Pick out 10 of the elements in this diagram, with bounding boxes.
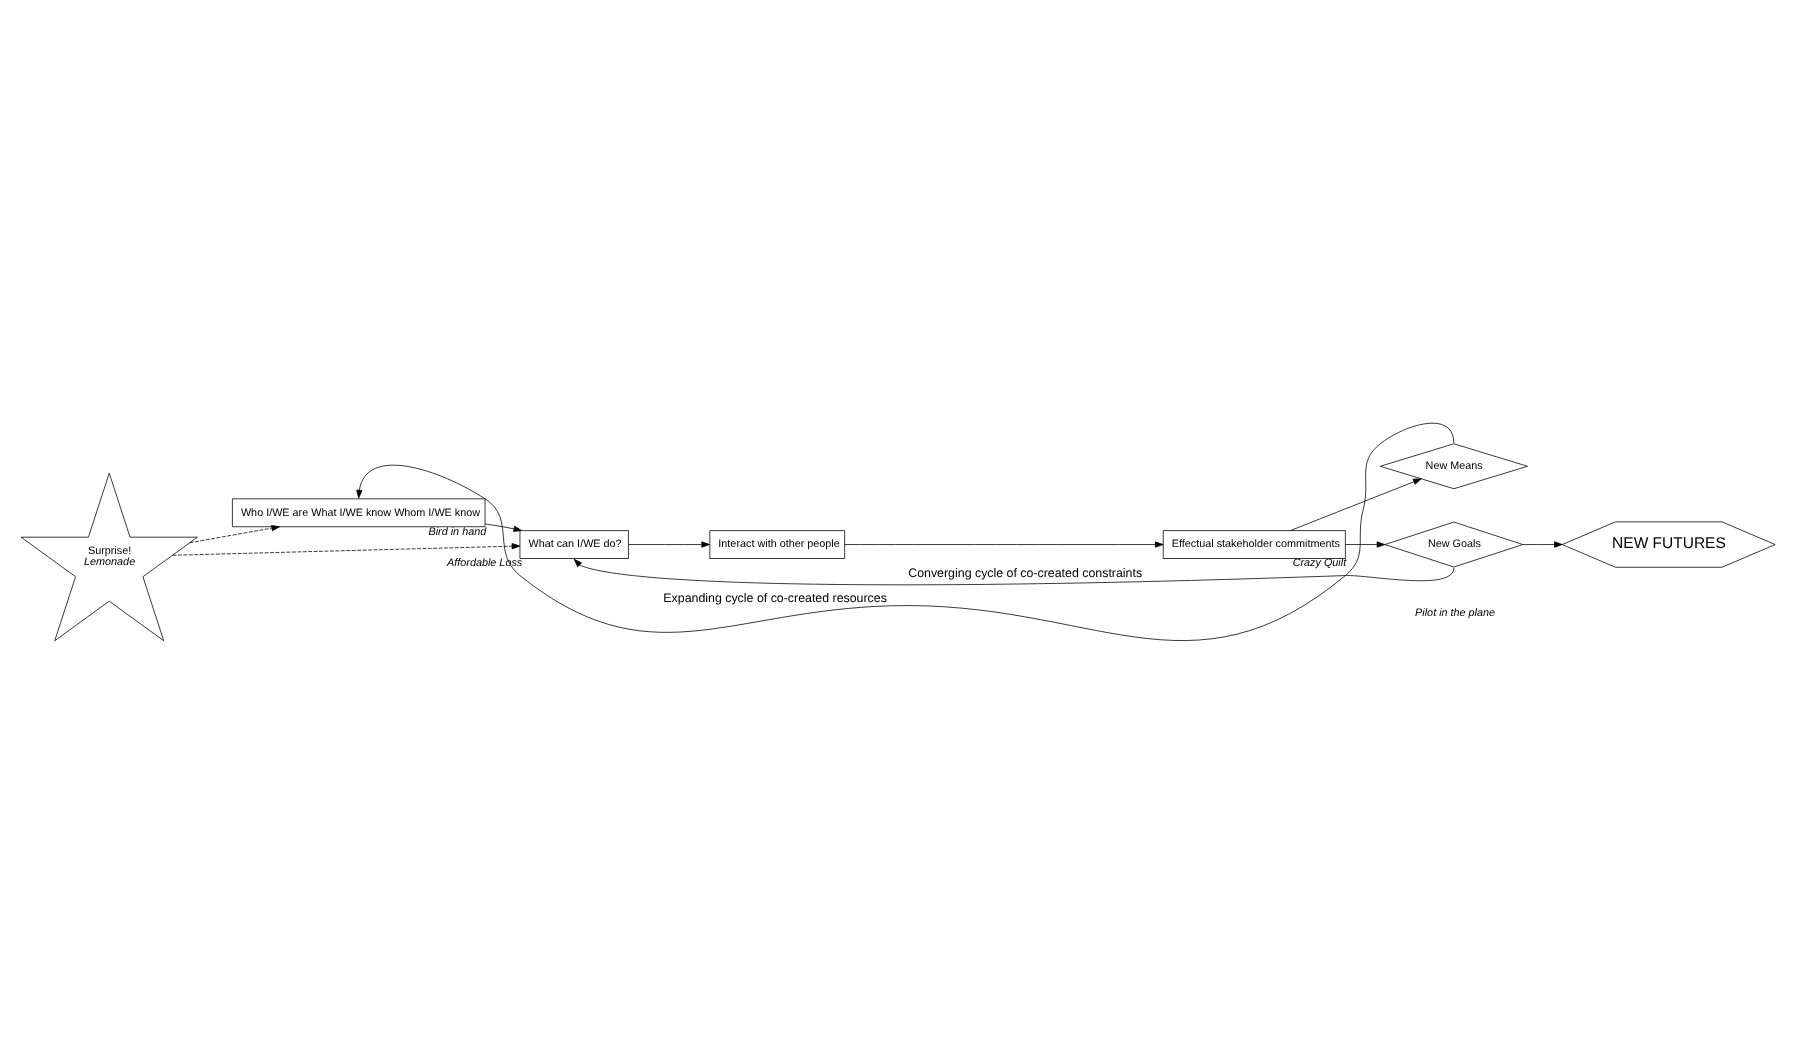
arrow (844, 541, 1164, 548)
arrow (1345, 541, 1386, 548)
arrow (172, 543, 521, 556)
arrow (573, 558, 1455, 586)
arrow (484, 523, 522, 532)
arrow (1290, 478, 1422, 531)
arrow (189, 525, 280, 544)
arrow (628, 541, 710, 548)
arrow (1522, 541, 1563, 548)
arrow (356, 422, 1455, 641)
